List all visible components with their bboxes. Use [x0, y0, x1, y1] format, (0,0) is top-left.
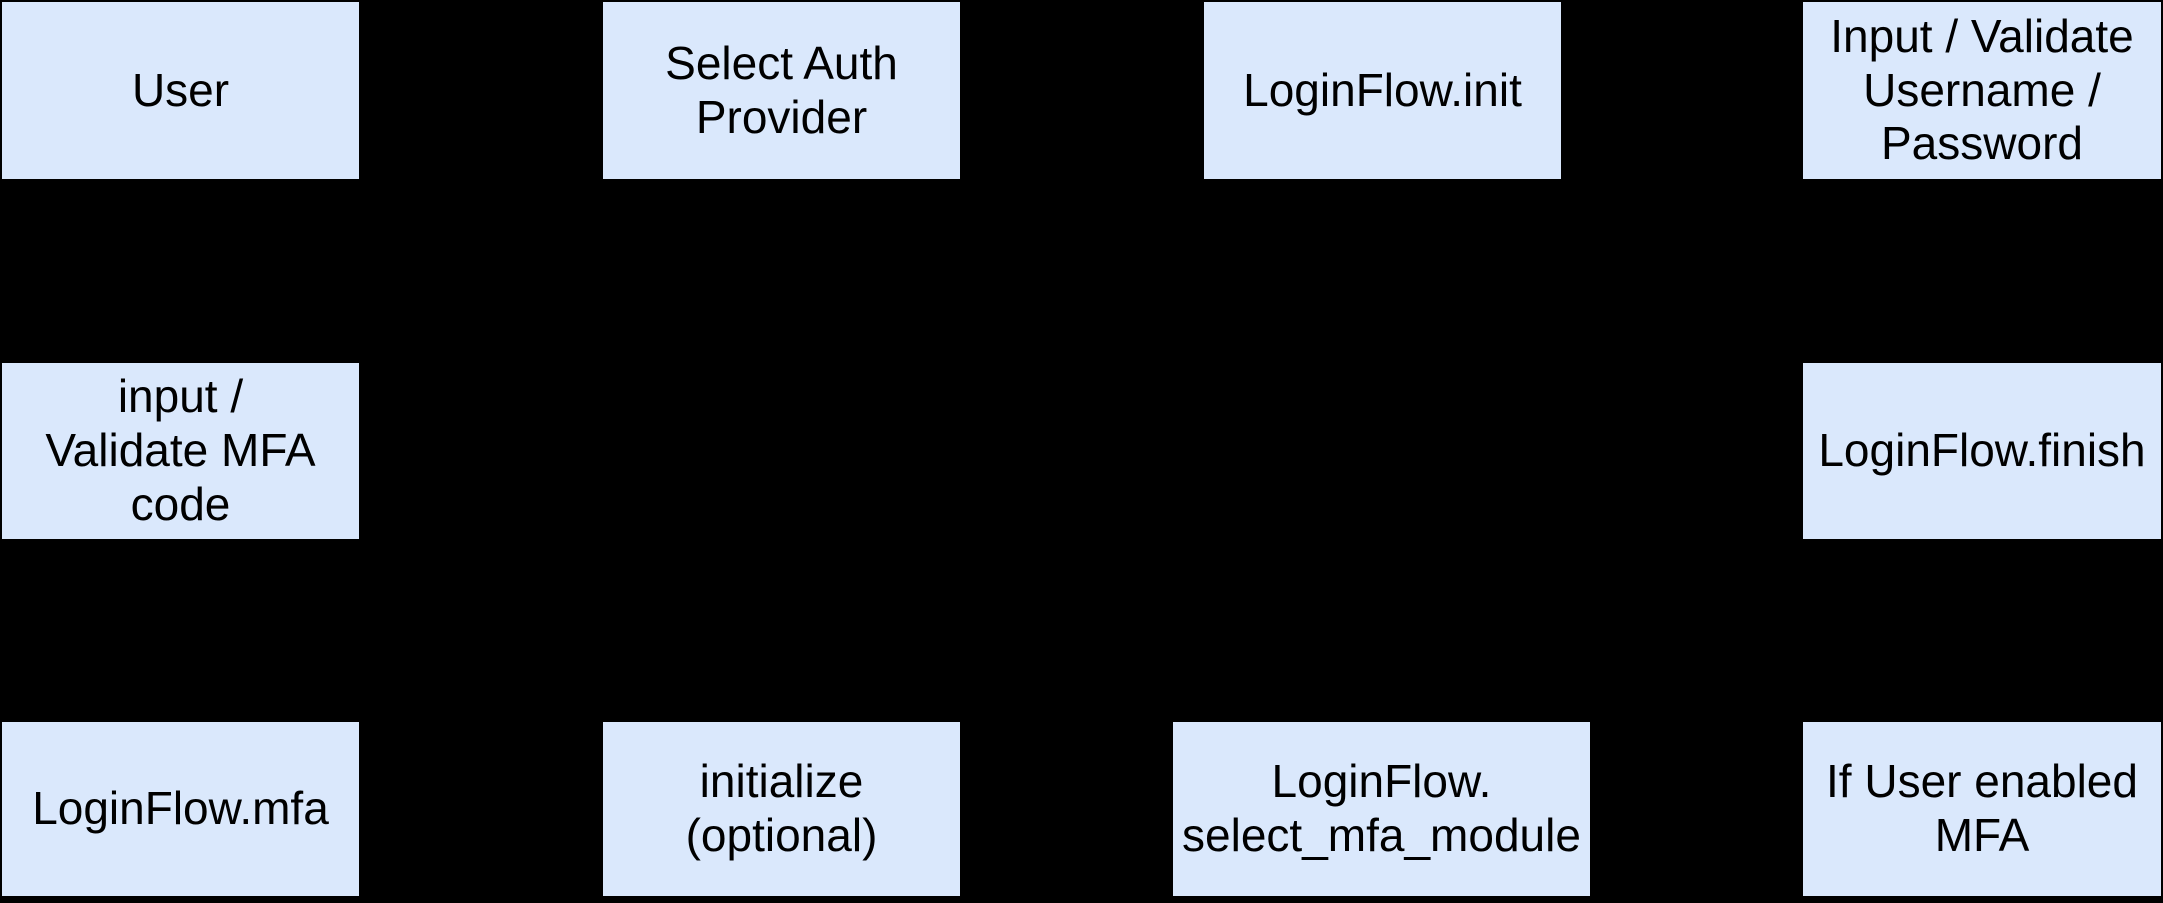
- flowchart-node-select-auth-provider: Select Auth Provider: [603, 2, 960, 179]
- flowchart-node-input-validate-mfa-code: input / Validate MFA code: [2, 363, 359, 539]
- flowchart-node-loginflow-finish: LoginFlow.finish: [1803, 363, 2161, 539]
- flowchart-node-loginflow-mfa: LoginFlow.mfa: [2, 722, 359, 896]
- flowchart-node-initialize-optional: initialize (optional): [603, 722, 960, 896]
- flowchart-node-user: User: [2, 2, 359, 179]
- flowchart-node-loginflow-init: LoginFlow.init: [1204, 2, 1561, 179]
- flowchart-node-input-validate-username-password: Input / Validate Username / Password: [1803, 2, 2161, 179]
- flowchart-node-loginflow-select-mfa-module: LoginFlow. select_mfa_module: [1173, 722, 1590, 896]
- flowchart-node-if-user-enabled-mfa: If User enabled MFA: [1803, 722, 2161, 896]
